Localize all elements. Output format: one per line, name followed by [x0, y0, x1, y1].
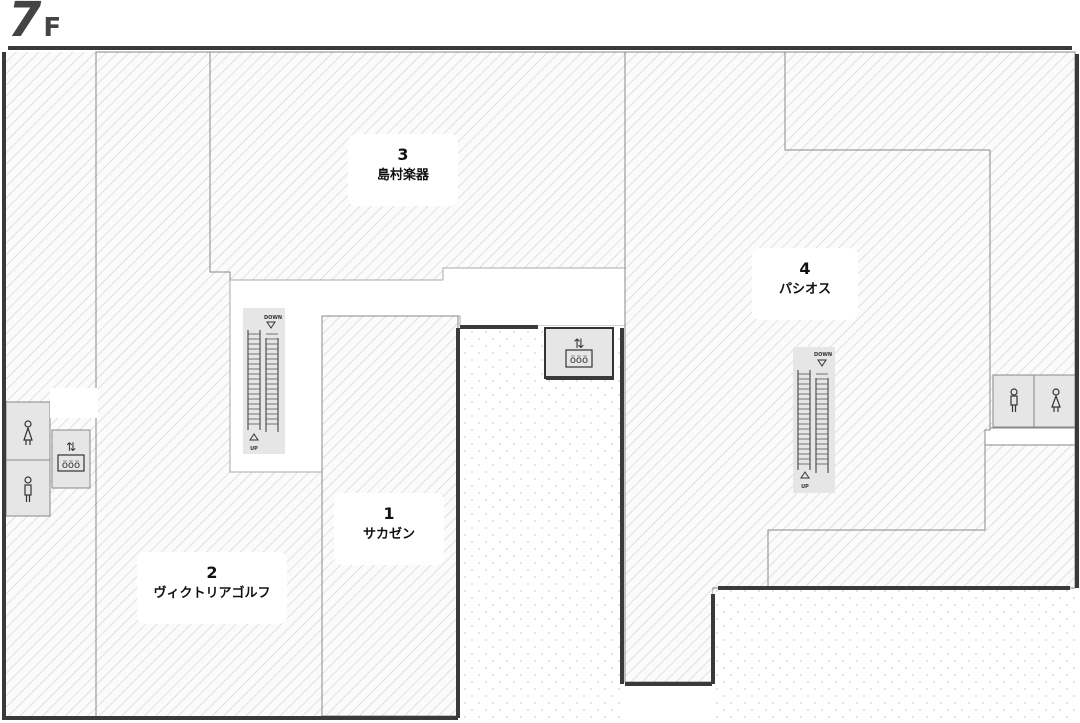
elevator-icon[interactable]: ⇅ ӧӧӧ	[57, 440, 85, 472]
svg-text:ӧӧӧ: ӧӧӧ	[62, 460, 80, 471]
restroom-male-icon[interactable]	[1010, 388, 1018, 412]
building-walls	[2, 46, 1079, 720]
svg-text:ӧӧӧ: ӧӧӧ	[570, 355, 588, 366]
shop-4-name: パシオス	[778, 282, 831, 297]
center-elevator-block	[544, 327, 614, 379]
shop-2-number: 2	[206, 563, 218, 582]
left-perimeter-area	[4, 52, 96, 718]
svg-text:⇅: ⇅	[574, 337, 585, 352]
shop-3-name: 島村楽器	[376, 168, 429, 183]
svg-text:⇅: ⇅	[66, 440, 76, 454]
floor-number: 7	[8, 0, 41, 48]
left-restroom-block	[5, 401, 51, 517]
shop-3-label[interactable]: 3 島村楽器	[348, 134, 458, 206]
shop-2-label[interactable]: 2 ヴィクトリアゴルフ	[137, 552, 287, 624]
restroom-male-icon[interactable]	[24, 476, 32, 502]
shop-4-number: 4	[799, 259, 811, 278]
floor-letter: F	[43, 13, 62, 43]
void-area-bottom-right	[713, 590, 1080, 723]
shop-1-number: 1	[383, 504, 395, 523]
restroom-female-icon[interactable]	[1051, 388, 1061, 412]
restroom-female-icon[interactable]	[23, 420, 33, 445]
elevator-icon[interactable]: ⇅ ӧӧӧ	[565, 337, 593, 368]
escalator-down-label: DOWN	[814, 352, 832, 358]
shop-4-label[interactable]: 4 パシオス	[752, 248, 858, 320]
shop-3-number: 3	[397, 145, 409, 164]
escalator-up-label: UP	[250, 446, 258, 452]
void-area-center	[460, 326, 624, 720]
left-lobby	[50, 388, 98, 418]
escalator-down-label: DOWN	[264, 315, 282, 321]
escalator-icon[interactable]: DOWN UP	[243, 308, 285, 454]
shop-1-name: サカゼン	[362, 527, 415, 542]
shop-2-name: ヴィクトリアゴルフ	[153, 586, 271, 601]
escalator-icon[interactable]: DOWN UP	[793, 347, 835, 493]
shop-1-label[interactable]: 1 サカゼン	[334, 493, 444, 565]
escalator-up-label: UP	[801, 484, 809, 490]
